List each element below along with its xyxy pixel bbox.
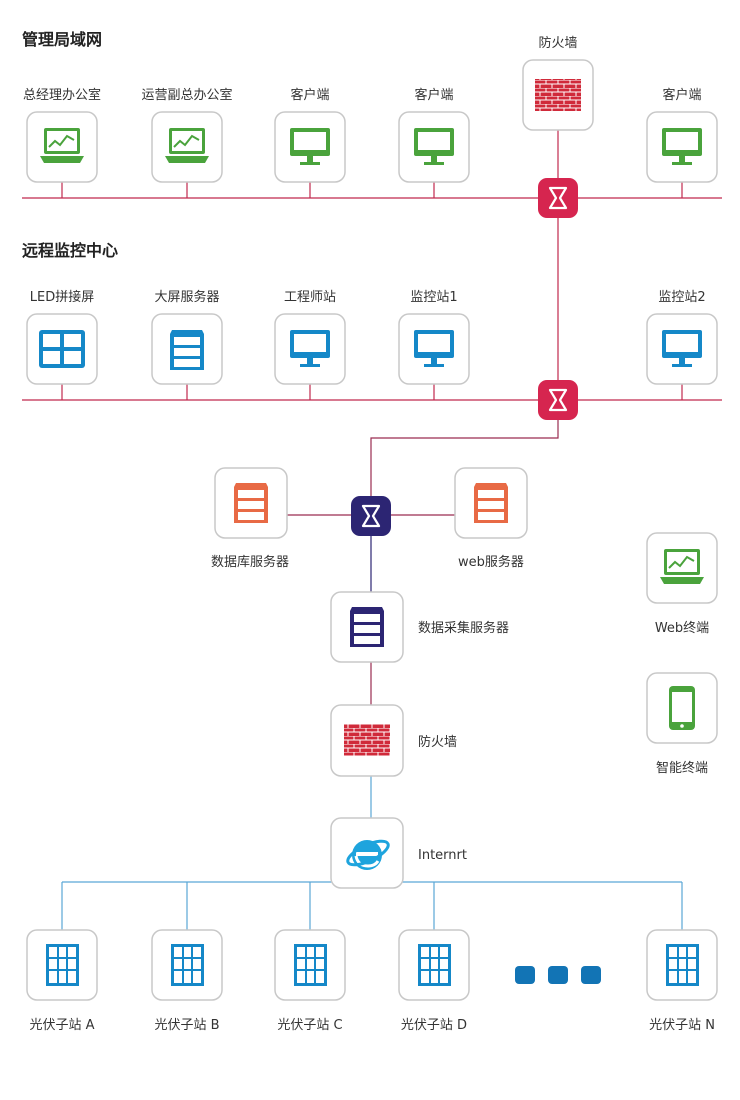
laptop-chart-icon (40, 128, 84, 163)
video-wall-icon (39, 330, 85, 368)
node-engineer-station[interactable]: 工程师站 (274, 290, 346, 385)
node-web-terminal[interactable]: Web终端 (646, 532, 718, 636)
node-client-3[interactable]: 客户端 (646, 87, 718, 183)
node-monitor-station-2[interactable]: 监控站2 (646, 290, 718, 385)
firewall-icon (535, 79, 581, 111)
node-label: Web终端 (655, 620, 709, 636)
node-label: Internrt (418, 848, 467, 863)
node-monitor-station-1[interactable]: 监控站1 (398, 290, 470, 385)
solar-panel-icon (294, 944, 327, 986)
node-led-wall[interactable]: LED拼接屏 (26, 289, 98, 385)
server-cabinet-icon (170, 330, 204, 370)
node-pv-station-c[interactable]: 光伏子站 C (274, 929, 346, 1033)
hourglass-icon (548, 388, 568, 412)
monitor-icon (290, 128, 330, 165)
solar-panel-icon (46, 944, 79, 986)
firewall-icon (344, 724, 390, 756)
node-web-server[interactable]: web服务器 (454, 467, 528, 570)
node-label: 工程师站 (284, 290, 336, 305)
monitor-icon (290, 330, 330, 367)
ellipsis-dot (581, 966, 601, 984)
node-label: 光伏子站 B (154, 1018, 219, 1033)
node-label: web服务器 (458, 554, 524, 570)
hourglass-icon (361, 504, 381, 528)
solar-panel-icon (418, 944, 451, 986)
server-cabinet-icon (350, 607, 384, 647)
monitor-icon (414, 128, 454, 165)
node-label: 光伏子站 D (401, 1018, 467, 1033)
node-label: 数据库服务器 (211, 554, 289, 570)
node-label: 总经理办公室 (23, 87, 101, 103)
monitor-icon (414, 330, 454, 367)
node-big-screen-server[interactable]: 大屏服务器 (151, 289, 223, 385)
node-label: 光伏子站 N (649, 1018, 715, 1033)
node-pv-station-d[interactable]: 光伏子站 D (398, 929, 470, 1033)
switch-remote-center[interactable] (538, 380, 578, 420)
ellipsis-dot (515, 966, 535, 984)
core-switch[interactable] (351, 496, 391, 536)
hourglass-icon (548, 186, 568, 210)
node-pv-station-b[interactable]: 光伏子站 B (151, 929, 223, 1033)
node-smart-terminal[interactable]: 智能终端 (646, 672, 718, 776)
node-client-1[interactable]: 客户端 (274, 87, 346, 183)
solar-panel-icon (666, 944, 699, 986)
server-cabinet-icon (474, 483, 508, 523)
node-label: 客户端 (414, 87, 453, 103)
node-client-2[interactable]: 客户端 (398, 87, 470, 183)
node-pv-station-a[interactable]: 光伏子站 A (26, 929, 98, 1033)
node-firewall-top[interactable]: 防火墙 (522, 35, 594, 131)
node-label: 运营副总办公室 (141, 87, 232, 103)
node-gm-office[interactable]: 总经理办公室 (23, 87, 101, 183)
node-label: 客户端 (662, 87, 701, 103)
node-vp-office[interactable]: 运营副总办公室 (141, 87, 233, 183)
node-label: 大屏服务器 (154, 289, 219, 305)
node-label: 监控站2 (658, 290, 705, 305)
node-label: 数据采集服务器 (418, 620, 509, 636)
internet-explorer-icon (346, 839, 390, 870)
ellipsis-dots (515, 966, 601, 984)
node-label: 光伏子站 A (29, 1018, 94, 1033)
node-label: 防火墙 (418, 734, 457, 750)
solar-panel-icon (171, 944, 204, 986)
server-cabinet-icon (234, 483, 268, 523)
switch-management[interactable] (538, 178, 578, 218)
node-firewall-main[interactable]: 防火墙 (330, 704, 457, 777)
node-label: LED拼接屏 (30, 289, 94, 305)
monitor-icon (662, 330, 702, 367)
laptop-chart-icon (660, 549, 704, 584)
smartphone-icon (669, 686, 695, 730)
remote-center-title: 远程监控中心 (22, 241, 118, 260)
node-database-server[interactable]: 数据库服务器 (211, 467, 289, 570)
node-label: 智能终端 (656, 760, 708, 776)
node-pv-station-n[interactable]: 光伏子站 N (646, 929, 718, 1033)
laptop-chart-icon (165, 128, 209, 163)
node-data-collector-server[interactable]: 数据采集服务器 (330, 591, 509, 663)
node-label: 客户端 (290, 87, 329, 103)
node-label: 防火墙 (538, 35, 577, 51)
monitor-icon (662, 128, 702, 165)
node-internet[interactable]: Internrt (330, 817, 467, 889)
ellipsis-dot (548, 966, 568, 984)
management-lan-title: 管理局域网 (22, 30, 102, 49)
node-label: 监控站1 (410, 290, 457, 305)
node-label: 光伏子站 C (277, 1018, 342, 1033)
